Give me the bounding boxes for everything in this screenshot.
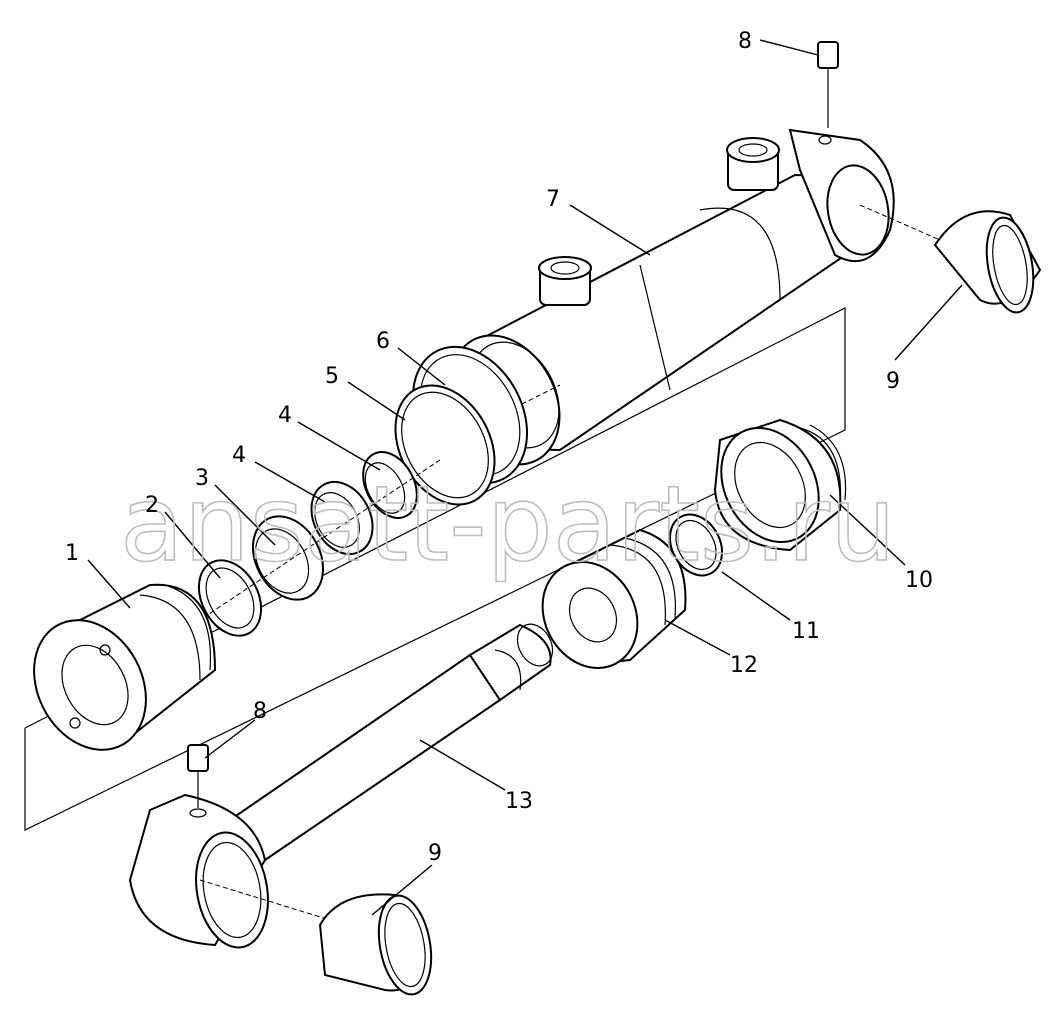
grease-fitting-top [817, 41, 839, 128]
label-5: 5 [325, 364, 339, 389]
label-13: 13 [505, 789, 533, 814]
label-7: 7 [546, 187, 560, 212]
ring-3 [251, 515, 325, 601]
watermark: ansatt-parts.ru [120, 463, 896, 585]
label-12: 12 [730, 653, 758, 678]
grease-fitting-bottom [187, 744, 209, 808]
piston-rod [228, 623, 554, 862]
bushing-right [933, 210, 1042, 314]
gland-head [33, 583, 217, 751]
label-9-right: 9 [886, 369, 900, 394]
label-6: 6 [376, 329, 390, 354]
piston-nut [713, 418, 847, 552]
label-8-bottom: 8 [253, 699, 267, 724]
label-9-bottom: 9 [428, 841, 442, 866]
o-ring [669, 513, 723, 577]
label-11: 11 [792, 619, 820, 644]
assembly-outline [24, 307, 846, 831]
label-8-top: 8 [738, 29, 752, 54]
label-4b: 4 [232, 443, 246, 468]
ring-2 [197, 559, 263, 637]
label-10: 10 [905, 568, 933, 593]
rod-eye [128, 793, 331, 949]
label-3: 3 [195, 466, 209, 491]
label-4a: 4 [278, 403, 292, 428]
bushing-bottom [318, 893, 433, 996]
label-2: 2 [145, 493, 159, 518]
piston [541, 528, 687, 669]
label-1: 1 [65, 541, 79, 566]
